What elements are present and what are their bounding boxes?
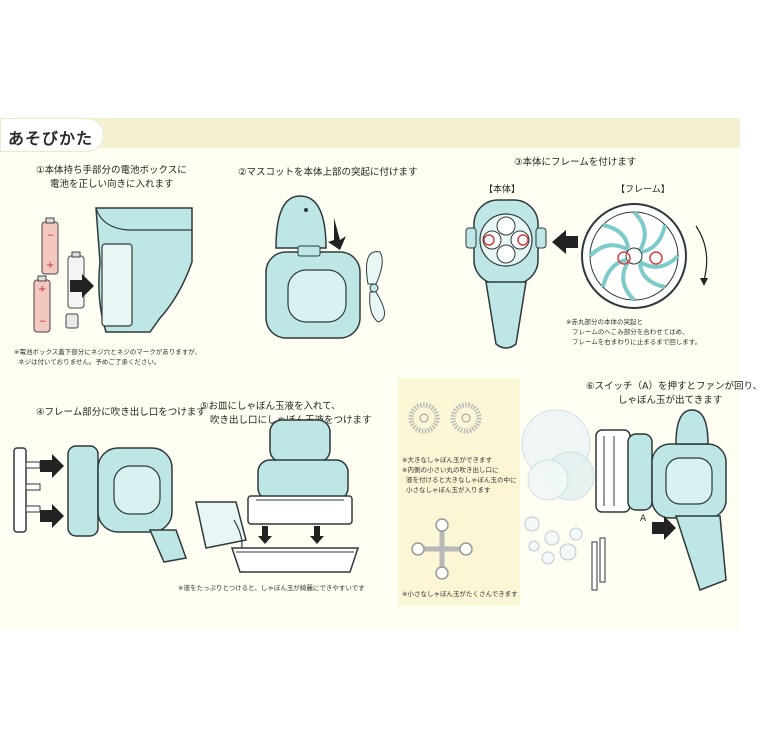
step4-illustration — [13, 445, 188, 563]
instruction-sheet — [0, 118, 740, 630]
arrow-left-icon — [552, 230, 578, 254]
fan-icon — [366, 251, 385, 323]
small-nozzle-icon — [411, 518, 473, 580]
arrow-right-icon — [40, 504, 64, 528]
frame-label: 【フレーム】 — [616, 185, 670, 195]
step3-illustration — [465, 199, 708, 349]
large-nozzle-icon — [408, 402, 482, 434]
highlight-circle-icon — [517, 234, 529, 246]
header-band — [0, 118, 740, 148]
mascot-icon — [275, 195, 327, 249]
battery-note-line2: ネジは付いておりません。予めご了承ください。 — [18, 358, 161, 366]
arrow-down-icon — [328, 218, 346, 250]
step6-text-line1: ⑥スイッチ（A）を押すとファンが回り、 — [586, 381, 762, 392]
battery-note-line1: ※電池ボックス蓋下部分にネジ穴とネジのマークがありますが、 — [14, 348, 202, 356]
device-body-icon — [265, 245, 361, 339]
highlight-circle-icon — [649, 251, 663, 265]
device-running-icon — [595, 409, 727, 591]
device-side-icon — [67, 445, 188, 563]
step5-text-line1: ⑤お皿にしゃぼん玉液を入れて、 — [200, 401, 341, 412]
small-nozzle-parts-icon — [591, 537, 606, 591]
step3-text: ③本体にフレームを付けます — [514, 157, 637, 168]
nozzle-icon — [13, 447, 41, 533]
bubbles-note-line2: ※内側の小さい丸の吹き出し口に — [402, 466, 499, 474]
section-header: あそびかた — [0, 118, 104, 152]
rotate-arrow-icon — [695, 225, 708, 281]
device-upside-icon — [247, 419, 353, 525]
step5-illustration — [195, 419, 360, 573]
frame-note-line3: フレームを右まわりに止まるまで回します。 — [572, 338, 702, 346]
svg-text:−: − — [39, 317, 47, 327]
bubbles-note-line1: ※大きなしゃぼん玉ができます — [402, 456, 492, 464]
bubbles-icon — [521, 409, 595, 565]
step1-text-line1: ①本体持ち手部分の電池ボックスに — [36, 165, 187, 176]
step6-illustration — [521, 409, 727, 591]
device-handle-icon — [95, 207, 193, 333]
battery-icon: − + + − — [33, 217, 85, 333]
step2-illustration — [265, 195, 385, 339]
switch-label: A — [640, 514, 647, 524]
arrow-down-icon — [258, 526, 272, 544]
step1-illustration: − + + − — [33, 207, 193, 333]
body-label: 【本体】 — [484, 185, 521, 195]
frame-note-line1: ※赤丸部分の本体の突起と — [566, 318, 643, 326]
step4-text: ④フレーム部分に吹き出し口をつけます — [36, 407, 206, 418]
device-front-icon — [465, 199, 547, 349]
small-bubbles-note: ※小さなしゃぼん玉がたくさんできます — [402, 590, 518, 598]
frame-note-line2: フレームのへこみ部分を合わせてはめ、 — [572, 328, 689, 336]
arrow-right-icon — [652, 516, 676, 540]
instruction-page: あそびかた ①本体持ち手部分の電池ボックスに 電池を正しい向きに入れます − +… — [0, 118, 762, 630]
dish-icon — [230, 547, 360, 573]
bubble-panel-bg — [398, 378, 520, 606]
highlight-circle-icon — [617, 251, 631, 265]
bubbles-note-line4: 小さなしゃぼん玉が入ります — [406, 486, 491, 494]
frame-ring-icon — [581, 203, 687, 309]
highlight-circle-icon — [483, 234, 495, 246]
step6-text-line2: しゃぼん玉が出てきます — [618, 395, 723, 406]
bubble-panel-illustration — [398, 378, 520, 606]
svg-text:+: + — [46, 260, 54, 271]
svg-text:+: + — [38, 284, 46, 295]
step1-text-line2: 電池を正しい向きに入れます — [50, 179, 174, 190]
arrow-down-icon — [310, 526, 324, 544]
arrow-right-icon — [70, 274, 94, 298]
step2-text: ②マスコットを本体上部の突起に付けます — [238, 167, 418, 178]
liquid-note: ※液をたっぷりとつけると、しゃぼん玉が綺麗にできやすいです — [178, 584, 365, 592]
arrow-right-icon — [40, 454, 64, 478]
section-title: あそびかた — [8, 129, 94, 148]
svg-text:−: − — [47, 231, 55, 241]
bubbles-note-line3: 液を付けると大きなしゃぼん玉の中に — [406, 476, 517, 484]
